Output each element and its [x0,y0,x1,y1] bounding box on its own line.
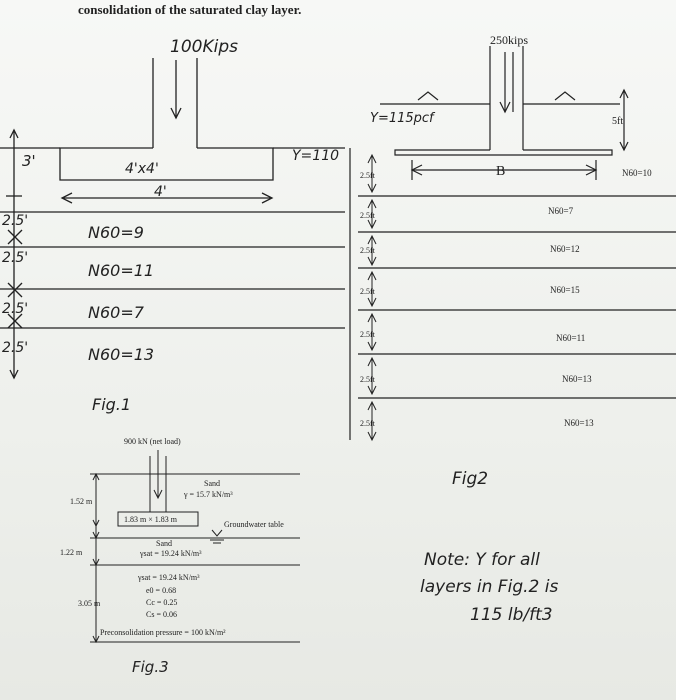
fig2-thickness-6: 2.5ft [360,375,376,384]
fig2-gamma: Y=115pcf [370,111,436,126]
fig3-sand-top-gamma: γ = 15.7 kN/m³ [183,490,233,499]
fig3-depth1: 1.52 m [70,497,93,506]
fig3-preconsolidation: Preconsolidation pressure = 100 kN/m² [100,628,226,637]
fig2-n60-5: N60=11 [556,333,585,343]
fig1-footing-width: 4' [154,184,167,200]
fig1-caption: Fig.1 [92,395,131,414]
fig1-n60-4: N60=13 [88,345,154,364]
fig3-clay-e0: e0 = 0.68 [146,586,176,595]
fig2-footing-label: B [496,164,505,179]
header-text: consolidation of the saturated clay laye… [78,2,302,17]
fig2-depth-top: 5ft [612,116,623,127]
fig3-footing-size: 1.83 m × 1.83 m [124,515,178,524]
fig2-n60-3: N60=12 [550,244,580,254]
fig3-depth2: 1.22 m [60,548,83,557]
fig3-sand-bottom: Sand [156,539,172,548]
fig1-thickness-4: 2.5' [2,340,28,356]
fig2-note-line1: Note: Y for all [424,550,540,570]
fig2-thickness-4: 2.5ft [360,287,376,296]
fig3-clay-gamma: γsat = 19.24 kN/m³ [137,573,200,582]
fig3-sand-bottom-gamma: γsat = 19.24 kN/m³ [139,549,202,558]
fig1-gamma: Y=110 [292,148,339,164]
fig2-thickness-7: 2.5ft [360,419,376,428]
fig1-n60-1: N60=9 [88,223,144,242]
fig3-depth3: 3.05 m [78,599,101,608]
fig2-thickness-5: 2.5ft [360,330,376,339]
fig3-load-label: 900 kN (net load) [124,437,181,446]
fig2-caption: Fig2 [452,469,488,489]
fig2-n60-4: N60=15 [550,285,580,295]
fig3-sand-top: Sand [204,479,220,488]
fig1-footing-size: 4'x4' [125,161,159,177]
fig2-n60-1: N60=10 [622,168,652,178]
fig2 [349,46,676,442]
fig2-n60-7: N60=13 [564,418,594,428]
fig1-n60-3: N60=7 [88,303,145,322]
fig2-thickness-3: 2.5ft [360,246,376,255]
fig1 [0,58,345,380]
fig3-clay-cs: Cs = 0.06 [146,610,177,619]
fig2-n60-2: N60=7 [548,206,574,216]
fig2-load-label: 250kips [490,33,528,47]
fig1-n60-2: N60=11 [88,261,154,280]
fig1-thickness-2: 2.5' [2,250,28,266]
fig2-thickness-2: 2.5ft [360,211,376,220]
fig3 [90,450,300,644]
fig1-thickness-3: 2.5' [2,301,28,317]
fig2-note-line2: layers in Fig.2 is [420,577,558,597]
fig3-clay-cc: Cc = 0.25 [146,598,177,607]
fig1-depth-top: 3' [22,152,36,170]
fig1-load-label: 100Kips [170,37,238,57]
fig3-gwt: Groundwater table [224,520,284,529]
fig2-thickness-1: 2.5ft [360,171,376,180]
fig2-note-line3: 115 lb/ft3 [470,605,553,625]
fig1-thickness-1: 2.5' [2,213,28,229]
fig3-caption: Fig.3 [132,658,169,676]
fig2-n60-6: N60=13 [562,374,592,384]
